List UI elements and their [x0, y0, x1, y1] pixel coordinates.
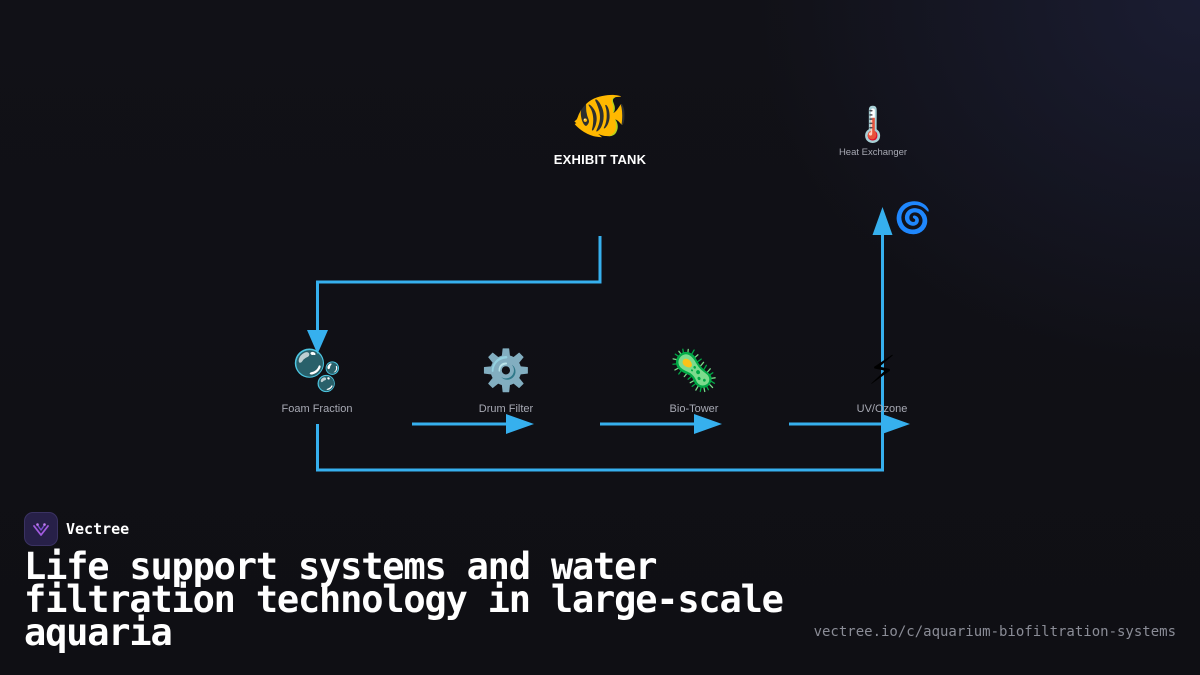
bio-tower-label: Bio-Tower [669, 403, 719, 415]
arrowhead-right-uv-ozone [882, 414, 910, 434]
exhibit-tank-node: 🐠 EXHIBIT TANK [554, 92, 646, 167]
fish-icon: 🐠 [571, 88, 629, 142]
brand: Vectree [24, 512, 129, 546]
arrowhead-right-drum-filter [506, 414, 534, 434]
gear-icon: ⚙️ [481, 348, 531, 394]
arrowhead-right-biotower [694, 414, 722, 434]
foam-fraction-node: 🫧 Foam Fraction [282, 351, 353, 415]
arrowhead-down-foam-fraction [307, 330, 328, 354]
swirl-icon: 🌀 [894, 201, 932, 236]
brand-name: Vectree [66, 520, 130, 538]
vectree-logo-icon [24, 512, 58, 546]
thermometer-icon: 🌡️ [851, 105, 895, 145]
bio-tower-node: 🦠 Bio-Tower [669, 351, 719, 415]
lightning-icon: ⚡ [867, 348, 897, 394]
uv-ozone-node: ⚡ UV/Ozone [857, 351, 908, 415]
heat-exchanger-node: 🌡️ Heat Exchanger [839, 108, 907, 158]
exhibit-tank-label: EXHIBIT TANK [553, 152, 647, 167]
drum-filter-node: ⚙️ Drum Filter [479, 351, 533, 415]
connector-drum-loop [316, 232, 884, 472]
connector-tank-to-foam-fraction [316, 236, 602, 332]
page-title: Life support systems and water filtratio… [24, 545, 784, 654]
arrowhead-up-heat-exchanger [872, 207, 893, 235]
drum-filter-label: Drum Filter [478, 403, 534, 415]
foam-fraction-label: Foam Fraction [281, 403, 353, 415]
bubbles-icon: 🫧 [292, 348, 342, 394]
uv-ozone-label: UV/Ozone [856, 403, 908, 415]
page-url[interactable]: vectree.io/c/aquarium-biofiltration-syst… [813, 624, 1176, 640]
microbe-icon: 🦠 [669, 348, 719, 394]
heat-exchanger-label: Heat Exchanger [838, 147, 908, 158]
